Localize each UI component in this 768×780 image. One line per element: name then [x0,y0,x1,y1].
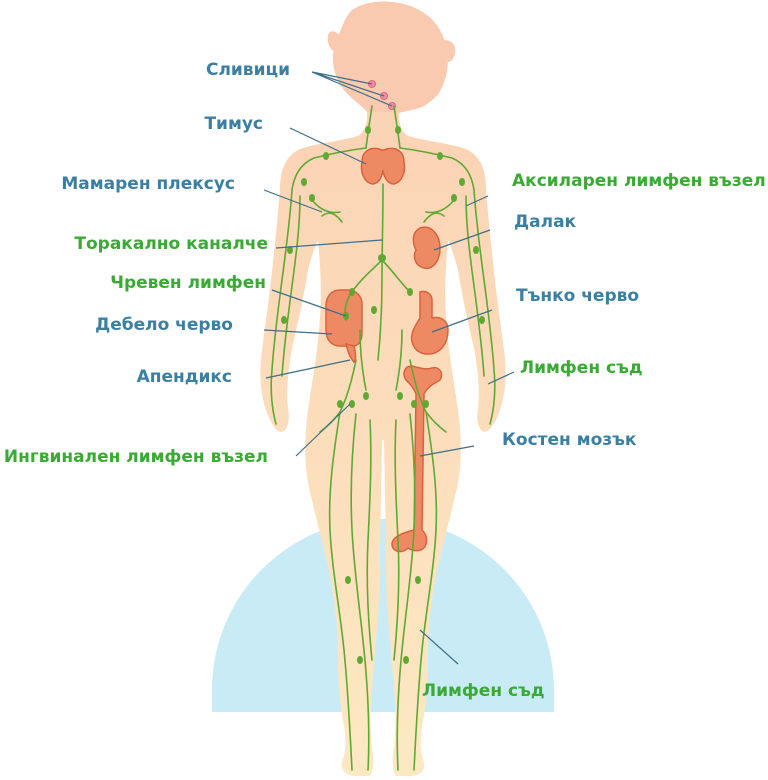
head [327,1,456,118]
body-silhouette [260,112,506,776]
label-large-intestine: Дебело черво [95,315,233,335]
label-axillary-node: Аксиларен лимфен възел [512,171,766,191]
appendix-organ [344,342,357,364]
spleen-organ [412,226,441,270]
label-intestinal-lymph: Чревен лимфен [110,273,266,293]
label-inguinal-node: Ингвинален лимфен възел [3,447,268,467]
label-lymph-vessel-leg: Лимфен съд [422,681,545,701]
organs [325,147,449,553]
femur-bone [391,365,443,553]
label-bone-marrow: Костен мозък [502,430,637,450]
label-tonsils: Сливици [205,60,290,80]
leader-lines [263,71,515,665]
label-thymus: Тимус [204,114,263,134]
label-thoracic-duct: Торакално каналче [74,234,268,254]
label-spleen: Далак [514,212,577,232]
label-lymph-vessel: Лимфен съд [520,358,643,378]
label-mammary-plexus: Мамарен плексус [61,174,235,194]
background-semicircle [212,519,554,712]
lymph-nodes [281,126,485,664]
label-small-intestine: Тънко черво [516,286,640,306]
label-appendix: Апендикс [136,367,232,387]
small-intestine-organ [410,290,449,355]
